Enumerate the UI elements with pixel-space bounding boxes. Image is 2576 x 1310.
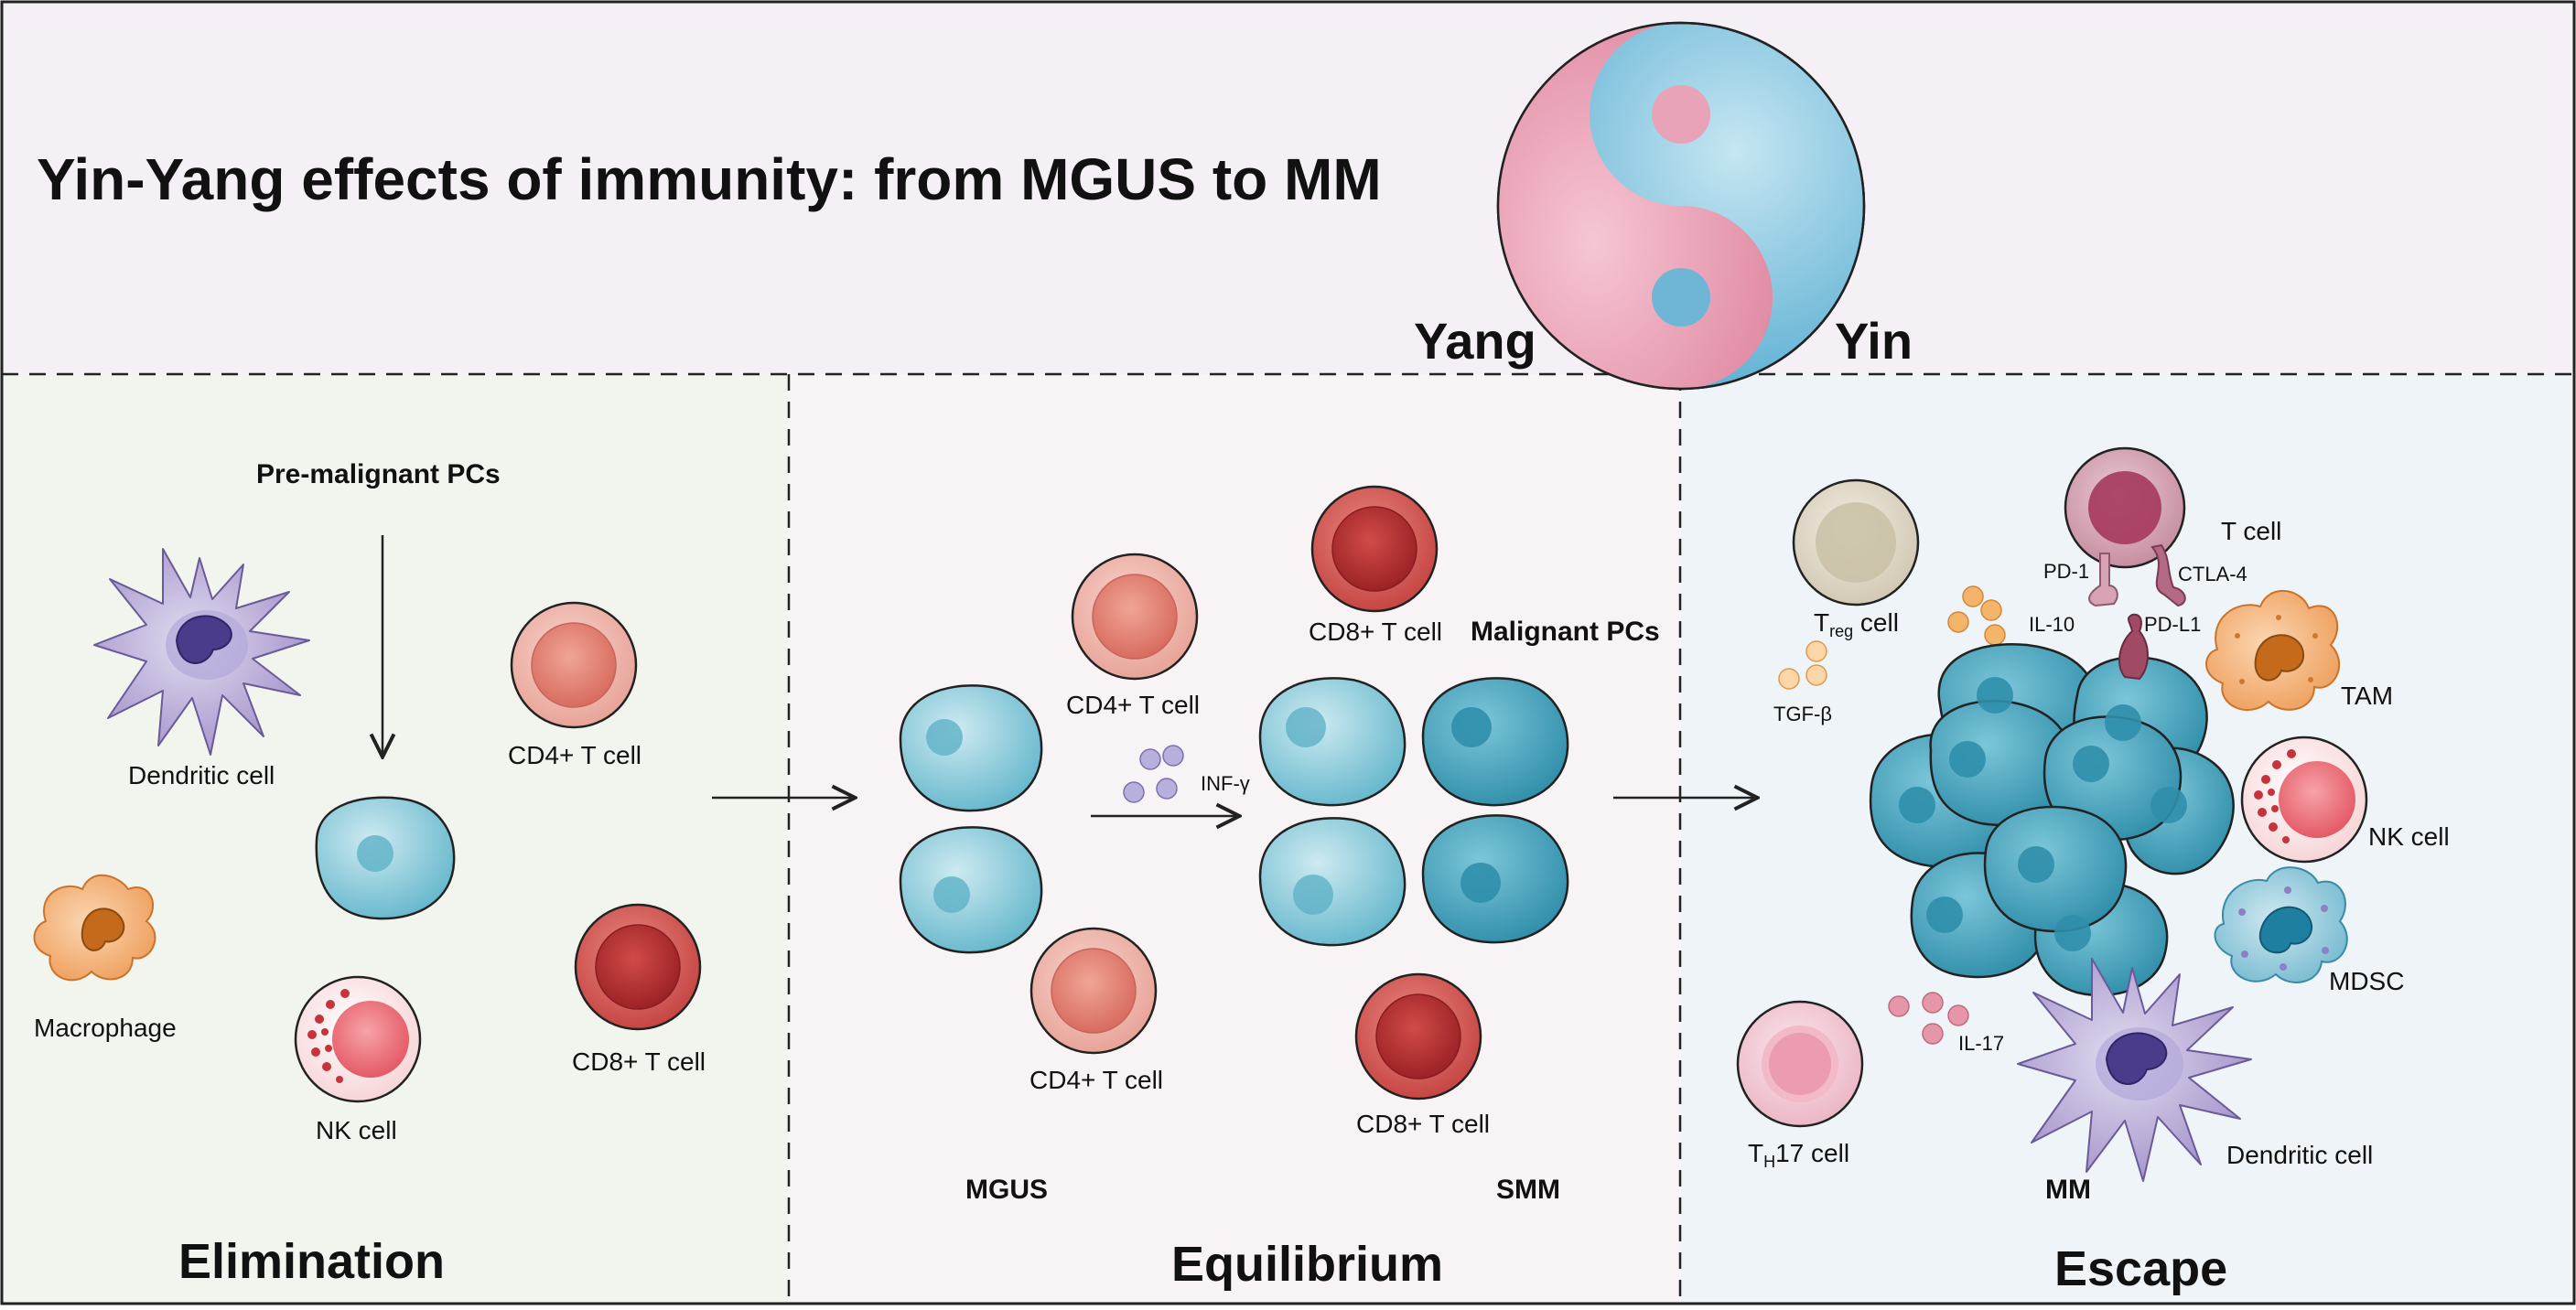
macrophage bbox=[33, 874, 156, 982]
macrophage-label: Macrophage bbox=[34, 1014, 177, 1042]
escape-title: Escape bbox=[2054, 1241, 2227, 1296]
pc-mgus-1 bbox=[899, 684, 1043, 812]
pc-smm-2 bbox=[1258, 817, 1407, 947]
nk-cell-escape bbox=[2240, 736, 2368, 864]
inf-gamma-label: INF-γ bbox=[1201, 772, 1250, 795]
inf-gamma-cytokines bbox=[1123, 745, 1184, 803]
treg-main: T bbox=[1814, 608, 1829, 637]
tgf-beta-cytokines bbox=[1778, 640, 1827, 690]
treg-sub: reg bbox=[1829, 622, 1853, 640]
cd8-t-cell-equil-bottom bbox=[1354, 972, 1482, 1101]
pre-malignant-pc bbox=[315, 796, 456, 920]
pd1-receptor bbox=[2088, 553, 2118, 607]
il10-label: IL-10 bbox=[2029, 613, 2075, 636]
cd8-t-cell-equil-top bbox=[1310, 485, 1439, 613]
pc-mgus-2 bbox=[899, 826, 1043, 954]
pc-smm-1 bbox=[1258, 677, 1407, 807]
ctla4-receptor bbox=[2150, 543, 2186, 607]
cd4-label-equil-bottom: CD4+ T cell bbox=[1029, 1066, 1163, 1094]
mm-tumor-cluster bbox=[1869, 643, 2235, 997]
tam bbox=[2205, 590, 2341, 712]
yang-label: Yang bbox=[1414, 312, 1536, 370]
pdl1-label: PD-L1 bbox=[2144, 613, 2201, 636]
cd4-t-cell-elim bbox=[510, 601, 638, 729]
treg-label: Treg cell bbox=[1814, 608, 1899, 640]
mdsc-label: MDSC bbox=[2329, 967, 2404, 995]
mdsc bbox=[2214, 866, 2348, 983]
th17-label: TH17 cell bbox=[1748, 1139, 1849, 1171]
cd8-label-elim: CD8+ T cell bbox=[572, 1047, 706, 1076]
dendritic-cell bbox=[93, 548, 310, 756]
cd4-label-elim: CD4+ T cell bbox=[508, 741, 641, 769]
cd8-label-equil-top: CD8+ T cell bbox=[1309, 617, 1442, 646]
nk-cell-elim bbox=[294, 975, 422, 1103]
cd8-t-cell-elim bbox=[574, 903, 702, 1031]
nk-label-elim: NK cell bbox=[316, 1116, 397, 1144]
dendritic-label-escape: Dendritic cell bbox=[2226, 1141, 2373, 1169]
dendritic-cell-escape bbox=[2017, 958, 2252, 1182]
malignant-pc-smm-2 bbox=[1421, 814, 1569, 944]
yin-label: Yin bbox=[1835, 312, 1913, 370]
yin-yang-symbol bbox=[1496, 21, 1866, 391]
elimination-title: Elimination bbox=[178, 1234, 445, 1289]
dendritic-label: Dendritic cell bbox=[128, 761, 275, 789]
cd4-label-equil-top: CD4+ T cell bbox=[1066, 691, 1200, 719]
treg-tail: cell bbox=[1853, 608, 1899, 637]
th17-sub: H bbox=[1763, 1153, 1775, 1171]
tgf-beta-label: TGF-β bbox=[1773, 703, 1832, 725]
il17-label: IL-17 bbox=[1958, 1032, 2004, 1055]
smm-label: SMM bbox=[1496, 1175, 1560, 1205]
tam-label: TAM bbox=[2341, 682, 2393, 710]
th17-tail: 17 cell bbox=[1775, 1139, 1849, 1167]
pd1-label: PD-1 bbox=[2043, 560, 2089, 583]
equilibrium-title: Equilibrium bbox=[1171, 1237, 1443, 1292]
page-title: Yin-Yang effects of immunity: from MGUS … bbox=[37, 146, 1382, 212]
mm-label: MM bbox=[2045, 1175, 2091, 1205]
il10-cytokines bbox=[1947, 585, 2006, 646]
cd4-t-cell-equil-top bbox=[1071, 553, 1199, 681]
mgus-label: MGUS bbox=[965, 1175, 1048, 1205]
malignant-pcs-label: Malignant PCs bbox=[1471, 617, 1660, 647]
pdl1-ligand bbox=[2118, 613, 2149, 681]
il17-cytokines bbox=[1888, 992, 1969, 1045]
nk-label-escape: NK cell bbox=[2368, 822, 2450, 851]
ctla4-label: CTLA-4 bbox=[2178, 563, 2247, 585]
t-cell-label: T cell bbox=[2221, 517, 2281, 545]
pre-malignant-label: Pre-malignant PCs bbox=[256, 459, 501, 489]
t-cell-escape bbox=[2064, 446, 2186, 569]
header-panel bbox=[2, 2, 2574, 374]
th17-main: T bbox=[1748, 1139, 1763, 1167]
cd8-label-equil-bottom: CD8+ T cell bbox=[1356, 1110, 1490, 1138]
treg-cell bbox=[1792, 478, 1920, 607]
malignant-pc-smm-1 bbox=[1421, 677, 1569, 807]
th17-cell bbox=[1736, 1000, 1864, 1128]
cd4-t-cell-equil-bottom bbox=[1029, 927, 1158, 1055]
